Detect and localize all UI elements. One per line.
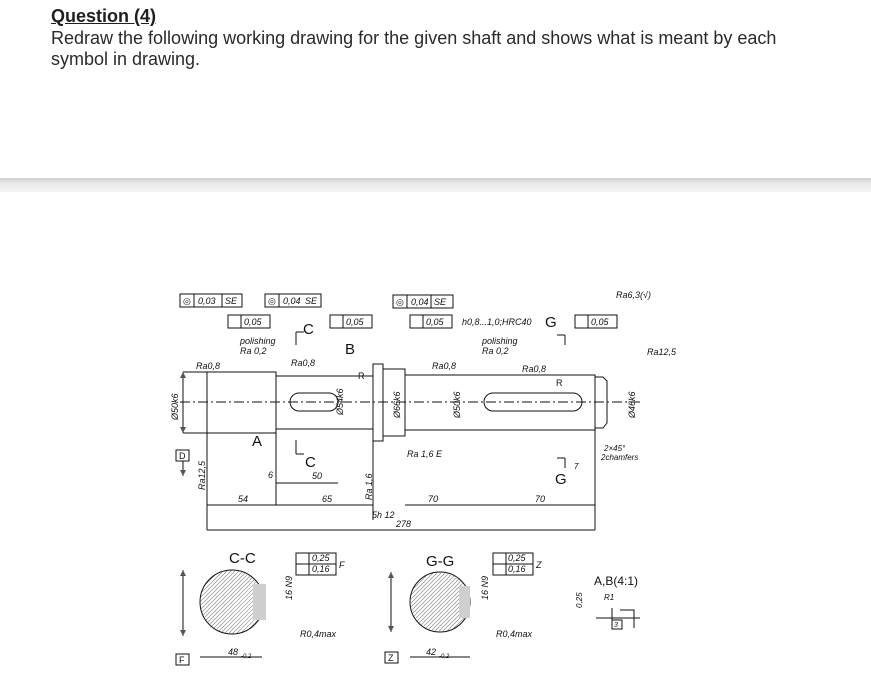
- roughness-label: Ra0,8: [432, 361, 456, 371]
- concentricity-icon: ◎: [183, 296, 191, 306]
- polishing-note: polishing: [239, 336, 276, 346]
- ref-box-value: 0,03: [198, 296, 216, 306]
- dimension-6: 6: [268, 470, 273, 480]
- ref-box-datum: SE: [434, 297, 447, 307]
- shaft-working-drawing: ◎ 0,03 SE ◎ 0,04 SE ◎ 0,04 SE 0,05 0,05 …: [170, 290, 677, 666]
- ref-box-datum: SE: [305, 296, 318, 306]
- roughness-label: Ra0,8: [196, 361, 220, 371]
- section-radius: R0,4max: [496, 629, 533, 639]
- ref-box-value: 0,04: [283, 296, 301, 306]
- section-title-gg: G-G: [426, 553, 454, 570]
- diameter-label: Ø46k6: [627, 391, 637, 419]
- datum-z: Z: [388, 653, 394, 663]
- detail-radius: R1: [604, 593, 614, 602]
- datum-d: D: [179, 451, 186, 461]
- roughness-label: Ra 1,6 E: [407, 449, 443, 459]
- section-tol: 0,25: [312, 553, 331, 563]
- hardness-note: h0,8...1,0;HRC40: [462, 317, 532, 327]
- ref-box-datum: SE: [225, 296, 238, 306]
- detail-title: A,B(4:1): [594, 574, 638, 588]
- dimension-50: 50: [312, 471, 322, 481]
- chamfer-note: 2×45°: [603, 444, 626, 453]
- section-tol: 0,25: [508, 553, 527, 563]
- section-mark-g: G: [555, 471, 567, 488]
- section-title-cc: C-C: [229, 550, 256, 567]
- dimension-70: 70: [535, 494, 545, 504]
- radius-r: R: [556, 378, 563, 388]
- datum-f: F: [179, 655, 185, 665]
- dimension-7: 7: [574, 462, 579, 471]
- detail-dim: 0,25: [575, 592, 584, 608]
- key-width: 16 N9: [284, 576, 294, 600]
- concentricity-icon: ◎: [396, 297, 404, 307]
- section-datum: Z: [535, 560, 542, 570]
- section-width: 42: [426, 647, 436, 657]
- roughness-label: Ra0,8: [522, 364, 546, 374]
- ref-box-value: 0,04: [411, 297, 429, 307]
- section-width: 48: [228, 647, 238, 657]
- diameter-label: Ø66k6: [392, 391, 402, 419]
- runout-value: 0,05: [426, 317, 445, 327]
- polishing-note: polishing: [481, 336, 518, 346]
- section-tol: 0,16: [508, 564, 526, 574]
- section-tol: 0,16: [312, 564, 330, 574]
- roughness-label: Ra12,5: [197, 460, 207, 490]
- detail-mark-a: A: [252, 433, 262, 450]
- polishing-ra: Ra 0,2: [482, 346, 509, 356]
- roughness-label: Ra0,8: [291, 358, 315, 368]
- roughness-label: Ra 1,6: [364, 473, 374, 500]
- roughness-label: Ra12,5: [647, 347, 677, 357]
- detail-mark-b: B: [345, 341, 355, 358]
- dimension-278: 278: [395, 519, 411, 529]
- runout-value: 0,05: [591, 317, 610, 327]
- general-roughness: Ra6,3(√): [616, 290, 651, 300]
- question-body: Redraw the following working drawing for…: [51, 28, 777, 69]
- dimension-70: 70: [428, 494, 438, 504]
- runout-value: 0,05: [244, 317, 263, 327]
- section-datum: F: [339, 560, 345, 570]
- section-width-tol: -0,2: [439, 654, 450, 660]
- key-width: 16 N9: [480, 576, 490, 600]
- section-width-tol: -0,2: [241, 654, 252, 660]
- diameter-label: Ø50k6: [170, 393, 180, 421]
- question-title: Question (4): [51, 6, 157, 26]
- section-mark-c: C: [305, 454, 316, 471]
- section-radius: R0,4max: [300, 629, 337, 639]
- section-divider: [0, 178, 871, 192]
- detail-box: 3: [614, 622, 618, 629]
- dimension-54: 54: [238, 494, 248, 504]
- dimension-65: 65: [322, 494, 333, 504]
- dimension-5h12: 5h 12: [372, 510, 395, 520]
- radius-r: R: [358, 371, 365, 381]
- diameter-label: Ø50k6: [452, 391, 462, 419]
- diameter-label: Ø54k6: [335, 388, 345, 416]
- chamfer-note: 2chamfers: [600, 453, 638, 462]
- section-mark-c: C: [303, 321, 314, 338]
- concentricity-icon: ◎: [268, 296, 276, 306]
- section-mark-g: G: [545, 314, 557, 331]
- polishing-ra: Ra 0,2: [240, 346, 267, 356]
- runout-value: 0,05: [346, 317, 365, 327]
